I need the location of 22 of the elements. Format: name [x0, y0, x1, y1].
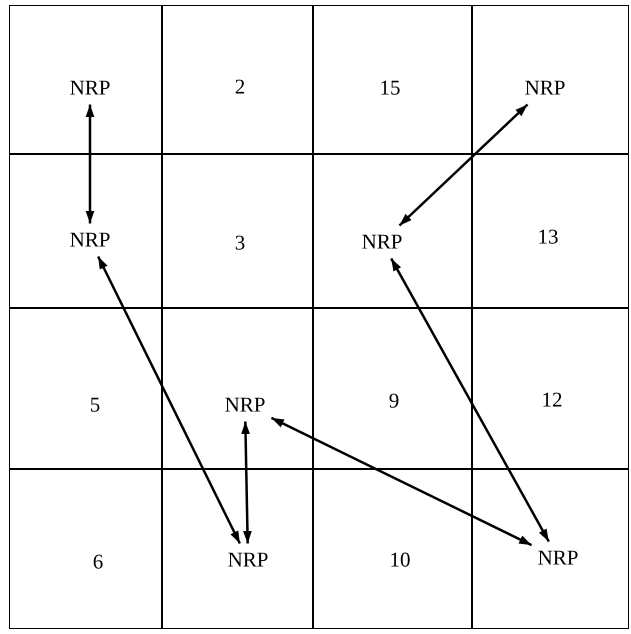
- cell-number: 3: [234, 232, 246, 254]
- cell-number: 12: [542, 390, 562, 410]
- double-arrow: [398, 104, 528, 226]
- node-label: NRP: [362, 232, 402, 252]
- cell-number: 2: [234, 76, 246, 98]
- double-arrow: [241, 421, 252, 544]
- double-arrow: [86, 104, 94, 224]
- cell-number: 13: [538, 226, 558, 248]
- cell-number: 15: [380, 78, 400, 98]
- double-arrow: [390, 258, 550, 542]
- node-label: NRP: [228, 550, 268, 570]
- node-label: NRP: [224, 394, 266, 416]
- node-label: NRP: [70, 78, 110, 98]
- node-label: NRP: [70, 230, 110, 250]
- cell-number: 9: [388, 390, 400, 412]
- double-arrow: [97, 256, 241, 544]
- node-label: NRP: [524, 78, 566, 98]
- cell-number: 5: [90, 394, 100, 416]
- cell-number: 6: [92, 552, 104, 572]
- double-arrow: [270, 416, 532, 546]
- cell-number: 10: [390, 550, 410, 570]
- node-label: NRP: [538, 548, 578, 568]
